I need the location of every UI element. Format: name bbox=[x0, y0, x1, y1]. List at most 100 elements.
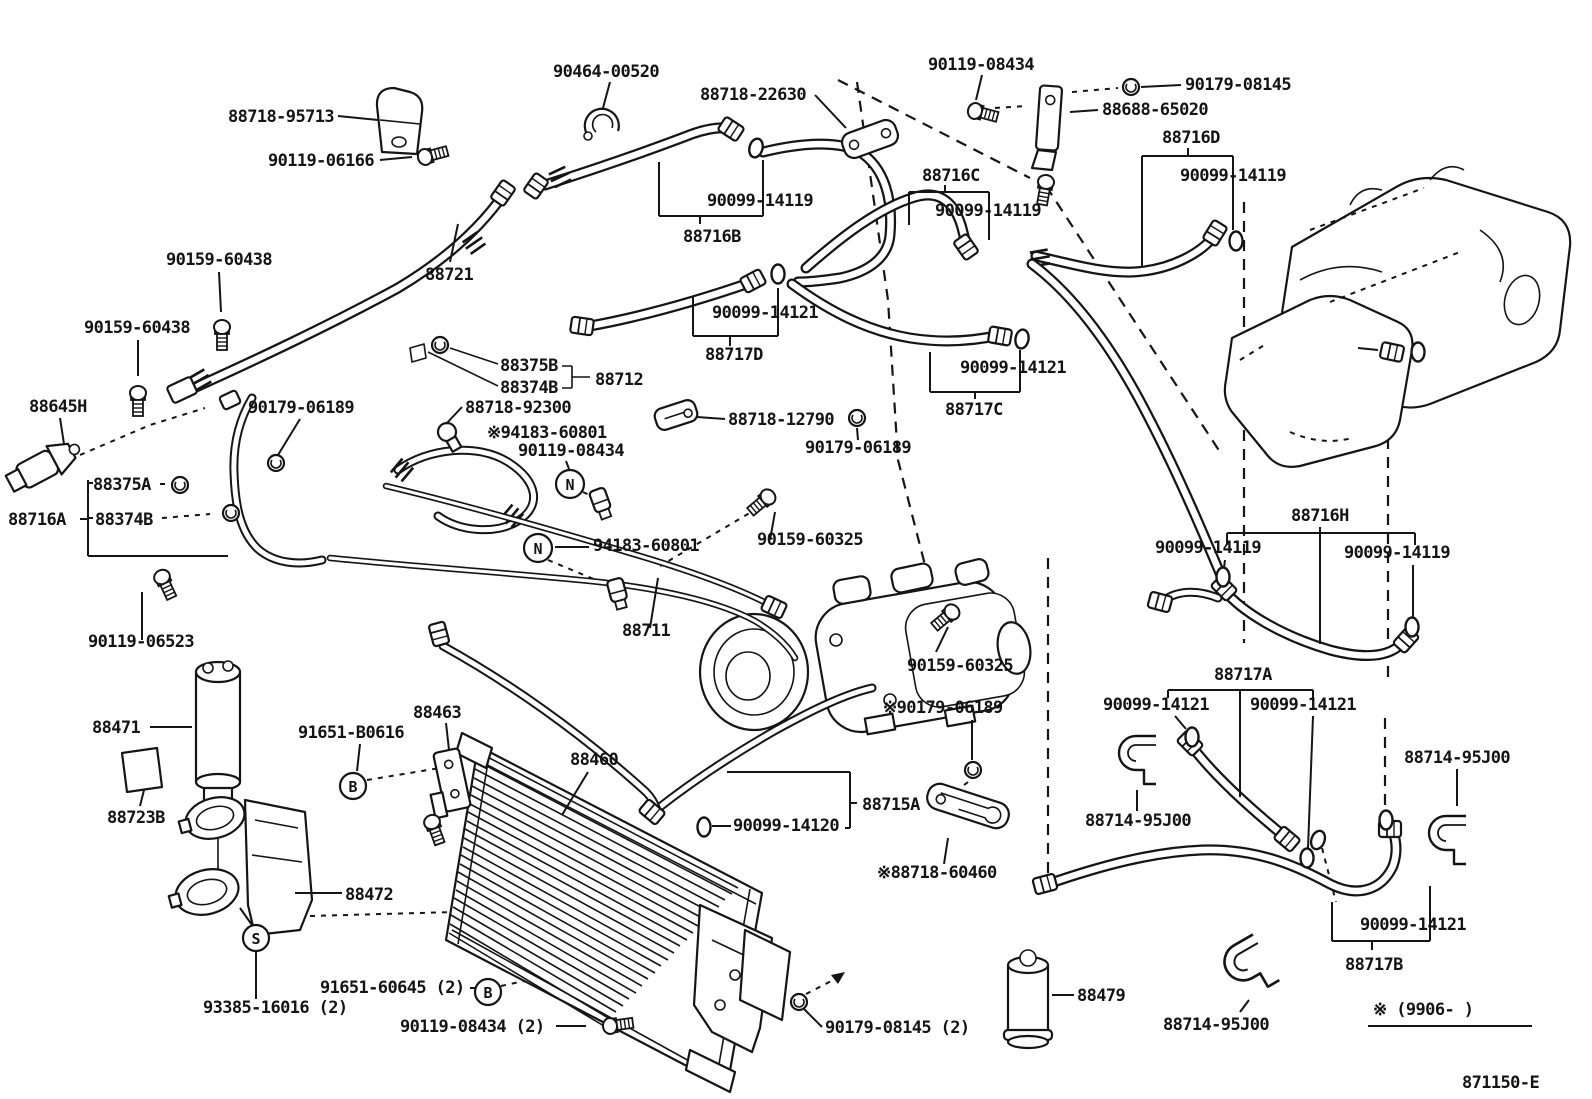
part-label-90179-06189-1[interactable]: 90179-06189 bbox=[805, 438, 912, 458]
part-label-88463[interactable]: 88463 bbox=[413, 703, 462, 723]
label-plate-88723b bbox=[120, 746, 164, 794]
part-label-88714-95j00-3[interactable]: 88714-95J00 bbox=[1163, 1015, 1270, 1035]
clamp-94183-60801-a bbox=[587, 485, 616, 522]
bracket-88688-65020 bbox=[1030, 84, 1064, 208]
part-label-88721[interactable]: 88721 bbox=[425, 265, 474, 285]
part-label-90099-14119-1[interactable]: 90099-14119 bbox=[1180, 166, 1287, 186]
part-label-88688-65020[interactable]: 88688-65020 bbox=[1102, 100, 1209, 120]
part-label-88472[interactable]: 88472 bbox=[345, 885, 394, 905]
part-label-88374b-2[interactable]: 88374B bbox=[95, 510, 154, 530]
part-label-88716h[interactable]: 88716H bbox=[1291, 506, 1350, 526]
part-label-88374b-1[interactable]: 88374B bbox=[500, 378, 559, 398]
part-label-88718-92300[interactable]: 88718-92300 bbox=[465, 398, 572, 418]
junction-block-artwork bbox=[166, 376, 242, 411]
part-label-90119-08434-1[interactable]: 90119-08434 bbox=[928, 55, 1035, 75]
part-label-90099-14120[interactable]: 90099-14120 bbox=[733, 816, 840, 836]
part-label-88714-95j00-1[interactable]: 88714-95J00 bbox=[1404, 748, 1511, 768]
part-label-88716d[interactable]: 88716D bbox=[1162, 128, 1221, 148]
circled-s-text: S bbox=[251, 930, 260, 948]
receiver-drier-88471 bbox=[194, 660, 242, 812]
part-label-88645h[interactable]: 88645H bbox=[29, 397, 88, 417]
part-label-91651-60645[interactable]: 91651-60645 (2) bbox=[320, 978, 465, 998]
part-label-88723b[interactable]: 88723B bbox=[107, 808, 166, 828]
part-label-90119-08434-2[interactable]: 90119-08434 bbox=[518, 441, 625, 461]
part-label-88717b[interactable]: 88717B bbox=[1345, 955, 1404, 975]
part-label-90179-06189-2[interactable]: 90179-06189 bbox=[248, 398, 355, 418]
part-label-88717c[interactable]: 88717C bbox=[945, 400, 1003, 420]
part-label-88375b[interactable]: 88375B bbox=[500, 356, 559, 376]
part-label-90099-14121-4[interactable]: 90099-14121 bbox=[1250, 695, 1357, 715]
part-label-90159-60438-1[interactable]: 90159-60438 bbox=[166, 250, 273, 270]
part-label-90179-08145[interactable]: 90179-08145 bbox=[1185, 75, 1292, 95]
grommets-88375-88374 bbox=[409, 335, 450, 363]
part-label-88471[interactable]: 88471 bbox=[92, 718, 141, 738]
dryer-88479 bbox=[1002, 949, 1054, 1050]
part-label-90119-08434-qty2[interactable]: 90119-08434 (2) bbox=[400, 1017, 545, 1037]
part-label-90099-14121-5[interactable]: 90099-14121 bbox=[1360, 915, 1467, 935]
circled-letter-b-2: B bbox=[473, 977, 503, 1007]
circled-letter-n-2: N bbox=[522, 532, 554, 564]
part-label-88718-22630[interactable]: 88718-22630 bbox=[700, 85, 807, 105]
bracket-88718-12790 bbox=[653, 399, 699, 431]
pipe-88712 bbox=[229, 393, 538, 568]
part-label-90099-14119-5[interactable]: 90099-14119 bbox=[1344, 543, 1451, 563]
part-label-88716a[interactable]: 88716A bbox=[8, 510, 67, 530]
part-label-88718-60460-note[interactable]: ※88718-60460 bbox=[877, 863, 998, 883]
part-label-93385-16016[interactable]: 93385-16016 (2) bbox=[203, 998, 348, 1018]
part-label-94183-60801-note[interactable]: ※94183-60801 bbox=[487, 423, 608, 443]
bracket-88463 bbox=[421, 747, 472, 848]
pipe-88711 bbox=[326, 482, 799, 662]
part-label-88718-95713[interactable]: 88718-95713 bbox=[228, 107, 335, 127]
part-label-90159-60438-2[interactable]: 90159-60438 bbox=[84, 318, 191, 338]
circled-b-text-2: B bbox=[483, 984, 492, 1002]
part-label-88712[interactable]: 88712 bbox=[595, 370, 644, 390]
part-label-90099-14119-3[interactable]: 90099-14119 bbox=[707, 191, 814, 211]
circled-letter-s: S bbox=[241, 923, 271, 953]
part-label-88715a[interactable]: 88715A bbox=[862, 795, 921, 815]
part-label-90159-60325-2[interactable]: 90159-60325 bbox=[907, 656, 1014, 676]
bracket-88718-22630 bbox=[840, 118, 900, 160]
part-label-94183-60801[interactable]: 94183-60801 bbox=[593, 536, 700, 556]
part-label-88718-12790[interactable]: 88718-12790 bbox=[728, 410, 835, 430]
circled-letter-n-1: N bbox=[554, 468, 586, 500]
part-label-90099-14121-2[interactable]: 90099-14121 bbox=[960, 358, 1067, 378]
part-label-90179-06189-note[interactable]: ※90179-06189 bbox=[883, 698, 1004, 718]
part-label-88716b[interactable]: 88716B bbox=[683, 227, 742, 247]
hose-88721 bbox=[179, 188, 510, 398]
clip-90464-00520 bbox=[583, 107, 620, 141]
circled-n-text-1: N bbox=[565, 476, 574, 494]
part-label-88714-95j00-2[interactable]: 88714-95J00 bbox=[1085, 811, 1192, 831]
part-label-90179-08145-qty2[interactable]: 90179-08145 (2) bbox=[825, 1018, 970, 1038]
clamp-88718-92300 bbox=[436, 421, 463, 453]
part-labels: 88718-95713 90119-06166 90464-00520 8871… bbox=[8, 55, 1511, 1038]
part-label-88375a[interactable]: 88375A bbox=[93, 475, 152, 495]
part-label-88717d[interactable]: 88717D bbox=[705, 345, 764, 365]
part-label-90119-06166[interactable]: 90119-06166 bbox=[268, 151, 375, 171]
part-label-88711[interactable]: 88711 bbox=[622, 621, 671, 641]
part-label-91651-b0616[interactable]: 91651-B0616 bbox=[298, 723, 405, 743]
dashed-arrowhead bbox=[831, 972, 845, 984]
part-label-88716c[interactable]: 88716C bbox=[922, 166, 980, 186]
clamp-bracket-88472 bbox=[167, 796, 314, 937]
hose-88716b bbox=[539, 122, 735, 191]
hose-88718-22630 bbox=[757, 138, 897, 288]
drawing-number: 871150-E bbox=[1462, 1073, 1539, 1093]
hose-88717c bbox=[786, 278, 1006, 347]
part-label-88717a[interactable]: 88717A bbox=[1214, 665, 1273, 685]
part-label-90099-14121-3[interactable]: 90099-14121 bbox=[1103, 695, 1210, 715]
part-label-90159-60325-1[interactable]: 90159-60325 bbox=[757, 530, 864, 550]
part-label-90119-06523[interactable]: 90119-06523 bbox=[88, 632, 195, 652]
part-label-90464-00520[interactable]: 90464-00520 bbox=[553, 62, 660, 82]
condenser-artwork bbox=[444, 731, 792, 1094]
part-label-90099-14119-4[interactable]: 90099-14119 bbox=[1155, 538, 1262, 558]
hose-88716d bbox=[1027, 230, 1220, 278]
leader-lines bbox=[59, 74, 1532, 1028]
part-label-90099-14119-2[interactable]: 90099-14119 bbox=[935, 201, 1042, 221]
hook-88714-95j00-a bbox=[1117, 734, 1158, 786]
engine-assembly-artwork bbox=[1223, 165, 1572, 468]
part-label-88479[interactable]: 88479 bbox=[1077, 986, 1126, 1006]
part-label-90099-14121-1[interactable]: 90099-14121 bbox=[712, 303, 819, 323]
part-label-88460[interactable]: 88460 bbox=[570, 750, 619, 770]
